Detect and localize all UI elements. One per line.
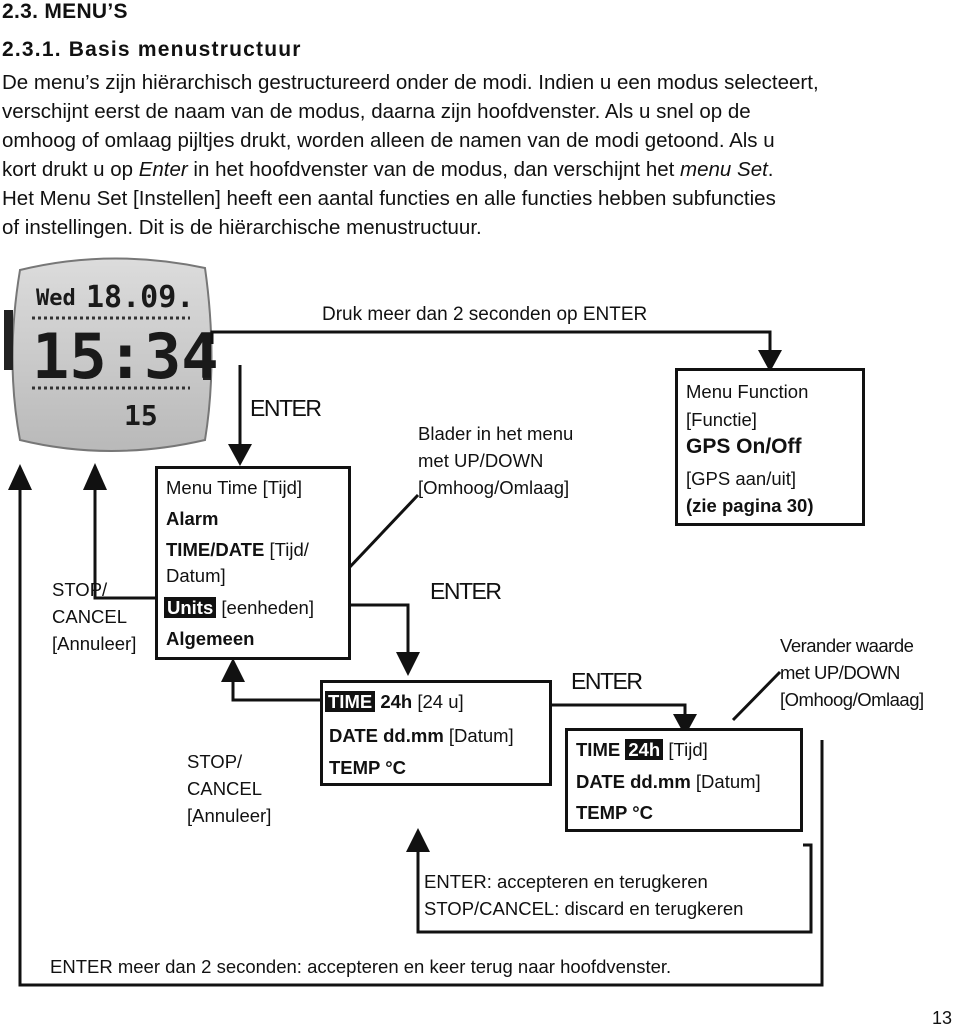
watch-button-icon xyxy=(4,310,13,370)
menu-function-box: Menu Function [Functie] GPS On/Off [GPS … xyxy=(675,368,865,526)
subsection-title: 2.3.1. Basis menustructuur xyxy=(2,38,302,61)
arrow-down-icon xyxy=(228,444,252,466)
menu-timedate-text: TIME/DATE xyxy=(166,539,265,560)
intro-text: in het hoofdvenster van de modus, dan ve… xyxy=(187,158,681,181)
arrow-up-icon xyxy=(221,658,245,682)
value-date-text: [Datum] xyxy=(690,771,761,792)
value-date-value: DATE dd.mm xyxy=(576,771,691,792)
stop-cancel-line: [Annuleer] xyxy=(52,633,137,654)
arrow-down-icon xyxy=(758,350,782,372)
function-gps: GPS On/Off xyxy=(686,435,802,458)
enter-label: ENTER xyxy=(250,395,322,421)
value-time-selected: 24h xyxy=(625,739,664,760)
stop-cancel-line: CANCEL xyxy=(187,778,263,799)
value-time-label: TIME xyxy=(576,739,626,760)
menu-time-box: Menu Time [Tijd] Alarm TIME/DATE [Tijd/ … xyxy=(155,466,351,660)
watch-date: 18.09. xyxy=(86,280,194,315)
watch-button-icon xyxy=(203,338,211,380)
menu-timedate: TIME/DATE [Tijd/ xyxy=(166,539,309,561)
watch-time: 15:34 xyxy=(32,320,219,393)
menu-set-term: menu Set xyxy=(680,158,768,181)
sub-date-text: [Datum] xyxy=(443,725,514,746)
function-line: (zie pagina 30) xyxy=(686,495,814,516)
intro-paragraph: De menu’s zijn hiërarchisch gestructuree… xyxy=(2,68,958,242)
intro-text: kort drukt u op xyxy=(2,158,139,181)
page-number: 13 xyxy=(931,1008,952,1028)
intro-line: verschijnt eerst de naam van de modus, d… xyxy=(2,100,751,123)
value-edit-box: TIME 24h [Tijd] DATE dd.mm [Datum] TEMP … xyxy=(565,728,803,832)
menu-alarm: Alarm xyxy=(166,508,219,529)
enter-term: Enter xyxy=(138,158,188,181)
watch-seconds: 15 xyxy=(124,399,158,432)
section-title: 2.3. MENU’S xyxy=(2,0,128,23)
menu-general: Algemeen xyxy=(166,628,255,649)
function-line: [GPS aan/uit] xyxy=(686,468,797,489)
function-line: Menu Function xyxy=(686,381,809,402)
enter-label: ENTER xyxy=(571,668,643,694)
stop-cancel-line: STOP/ xyxy=(52,579,108,600)
value-date: DATE dd.mm [Datum] xyxy=(576,771,761,793)
sub-time-text: [24 u] xyxy=(412,691,464,712)
menu-timedate-cont: Datum] xyxy=(166,565,226,586)
enter-notes: ENTER: accepteren en terugkeren STOP/CAN… xyxy=(424,868,743,922)
browse-line: met UP/DOWN xyxy=(418,450,544,471)
menu-units-selected: Units xyxy=(164,597,217,618)
arrow-down-icon xyxy=(673,714,697,736)
arrow-up-icon xyxy=(406,828,430,852)
stop-cancel-line: STOP/ xyxy=(187,751,243,772)
change-value-line: Verander waarde xyxy=(780,635,914,656)
menu-units: Units [eenheden] xyxy=(164,597,314,619)
stop-cancel-note: STOP/ CANCEL [Annuleer] xyxy=(52,576,136,657)
sub-temp: TEMP °C xyxy=(329,757,406,778)
intro-line: of instellingen. Dit is de hiërarchische… xyxy=(2,216,482,239)
sub-time-value: 24h xyxy=(375,691,413,712)
value-temp: TEMP °C xyxy=(576,802,653,823)
watch-day: Wed xyxy=(36,286,76,311)
bottom-note: ENTER meer dan 2 seconden: accepteren en… xyxy=(50,956,672,977)
value-time-text: [Tijd] xyxy=(663,739,708,760)
sub-date-value: DATE dd.mm xyxy=(329,725,444,746)
change-value-line: [Omhoog/Omlaag] xyxy=(780,689,924,710)
sub-time: TIME 24h [24 u] xyxy=(325,691,464,713)
units-submenu-box: TIME 24h [24 u] DATE dd.mm [Datum] TEMP … xyxy=(320,680,552,786)
enter-note-line: ENTER: accepteren en terugkeren xyxy=(424,871,708,892)
menu-time-text: [Tijd] xyxy=(257,477,303,498)
stop-cancel-note: STOP/ CANCEL [Annuleer] xyxy=(187,748,271,829)
menu-time-text: Menu Time xyxy=(166,477,258,498)
watch-display: Wed 18.09. 15:34 15 xyxy=(4,257,219,452)
function-line: [Functie] xyxy=(686,409,757,430)
arrow-up-icon xyxy=(8,464,32,490)
browse-line: [Omhoog/Omlaag] xyxy=(418,477,570,498)
arrow-down-icon xyxy=(396,652,420,676)
browse-line: Blader in het menu xyxy=(418,423,574,444)
arrow-up-icon xyxy=(83,463,107,490)
enter-label: ENTER xyxy=(430,578,502,604)
stop-cancel-line: [Annuleer] xyxy=(187,805,272,826)
intro-line: De menu’s zijn hiërarchisch gestructuree… xyxy=(2,71,819,94)
intro-line: Het Menu Set [Instellen] heeft een aanta… xyxy=(2,187,776,210)
change-value-note: Verander waarde met UP/DOWN [Omhoog/Omla… xyxy=(780,632,924,713)
intro-text: . xyxy=(767,158,774,181)
menu-timedate-text: [Tijd/ xyxy=(264,539,309,560)
intro-line: omhoog of omlaag pijltjes drukt, worden … xyxy=(2,129,775,152)
stop-cancel-line: CANCEL xyxy=(52,606,128,627)
intro-line: kort drukt u op Enter in het hoofdvenste… xyxy=(2,155,958,184)
menu-units-text: [eenheden] xyxy=(216,597,314,618)
long-press-label: Druk meer dan 2 seconden op ENTER xyxy=(322,304,648,325)
value-time: TIME 24h [Tijd] xyxy=(576,739,708,761)
enter-note-line: STOP/CANCEL: discard en terugkeren xyxy=(424,898,744,919)
sub-date: DATE dd.mm [Datum] xyxy=(329,725,514,747)
menu-time-title: Menu Time [Tijd] xyxy=(166,477,302,499)
sub-time-selected: TIME xyxy=(325,691,376,712)
browse-note: Blader in het menu met UP/DOWN [Omhoog/O… xyxy=(418,420,573,501)
change-value-line: met UP/DOWN xyxy=(780,662,900,683)
